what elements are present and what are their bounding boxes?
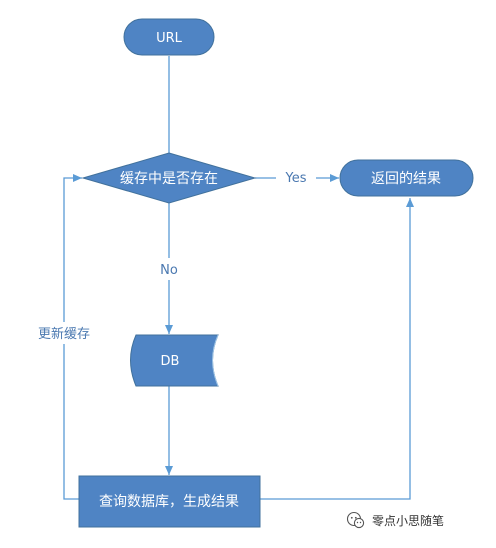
node-url: URL <box>123 18 215 56</box>
node-result-label: 返回的结果 <box>371 171 441 187</box>
node-query-db-label: 查询数据库，生成结果 <box>99 494 239 510</box>
node-result: 返回的结果 <box>339 159 474 197</box>
edge-label-no: No <box>160 263 178 278</box>
node-cache-decision: 缓存中是否存在 <box>81 152 257 204</box>
node-query-db: 查询数据库，生成结果 <box>78 475 261 528</box>
node-cache-decision-label: 缓存中是否存在 <box>120 171 218 187</box>
wechat-icon <box>346 511 365 529</box>
node-db-label: DB <box>161 354 180 369</box>
node-db: DB <box>130 334 219 387</box>
connectors <box>63 56 414 500</box>
edge-label-yes: Yes <box>285 171 307 186</box>
edge-label-update-cache: 更新缓存 <box>38 326 90 342</box>
watermark-text: 零点小思随笔 <box>372 513 444 528</box>
node-url-label: URL <box>156 31 183 46</box>
watermark: 零点小思随笔 <box>346 511 444 529</box>
edge-query-to-result <box>260 198 414 500</box>
